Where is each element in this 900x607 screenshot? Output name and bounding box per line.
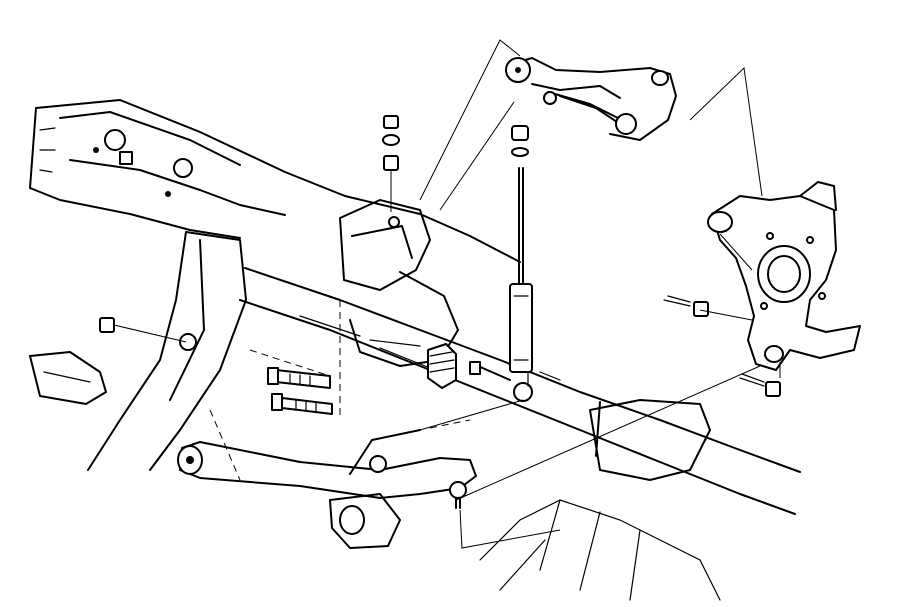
cotter-pins <box>663 295 765 387</box>
leader-lines <box>113 39 781 549</box>
steering-knuckle <box>693 181 861 397</box>
jounce-bumper <box>427 343 457 389</box>
nuts-and-washers <box>99 115 400 333</box>
lower-control-arm <box>177 429 477 549</box>
upper-control-arm <box>505 57 677 141</box>
frame-crossmember <box>29 99 801 601</box>
shock-absorber <box>469 125 561 402</box>
pivot-bolts <box>267 367 333 415</box>
